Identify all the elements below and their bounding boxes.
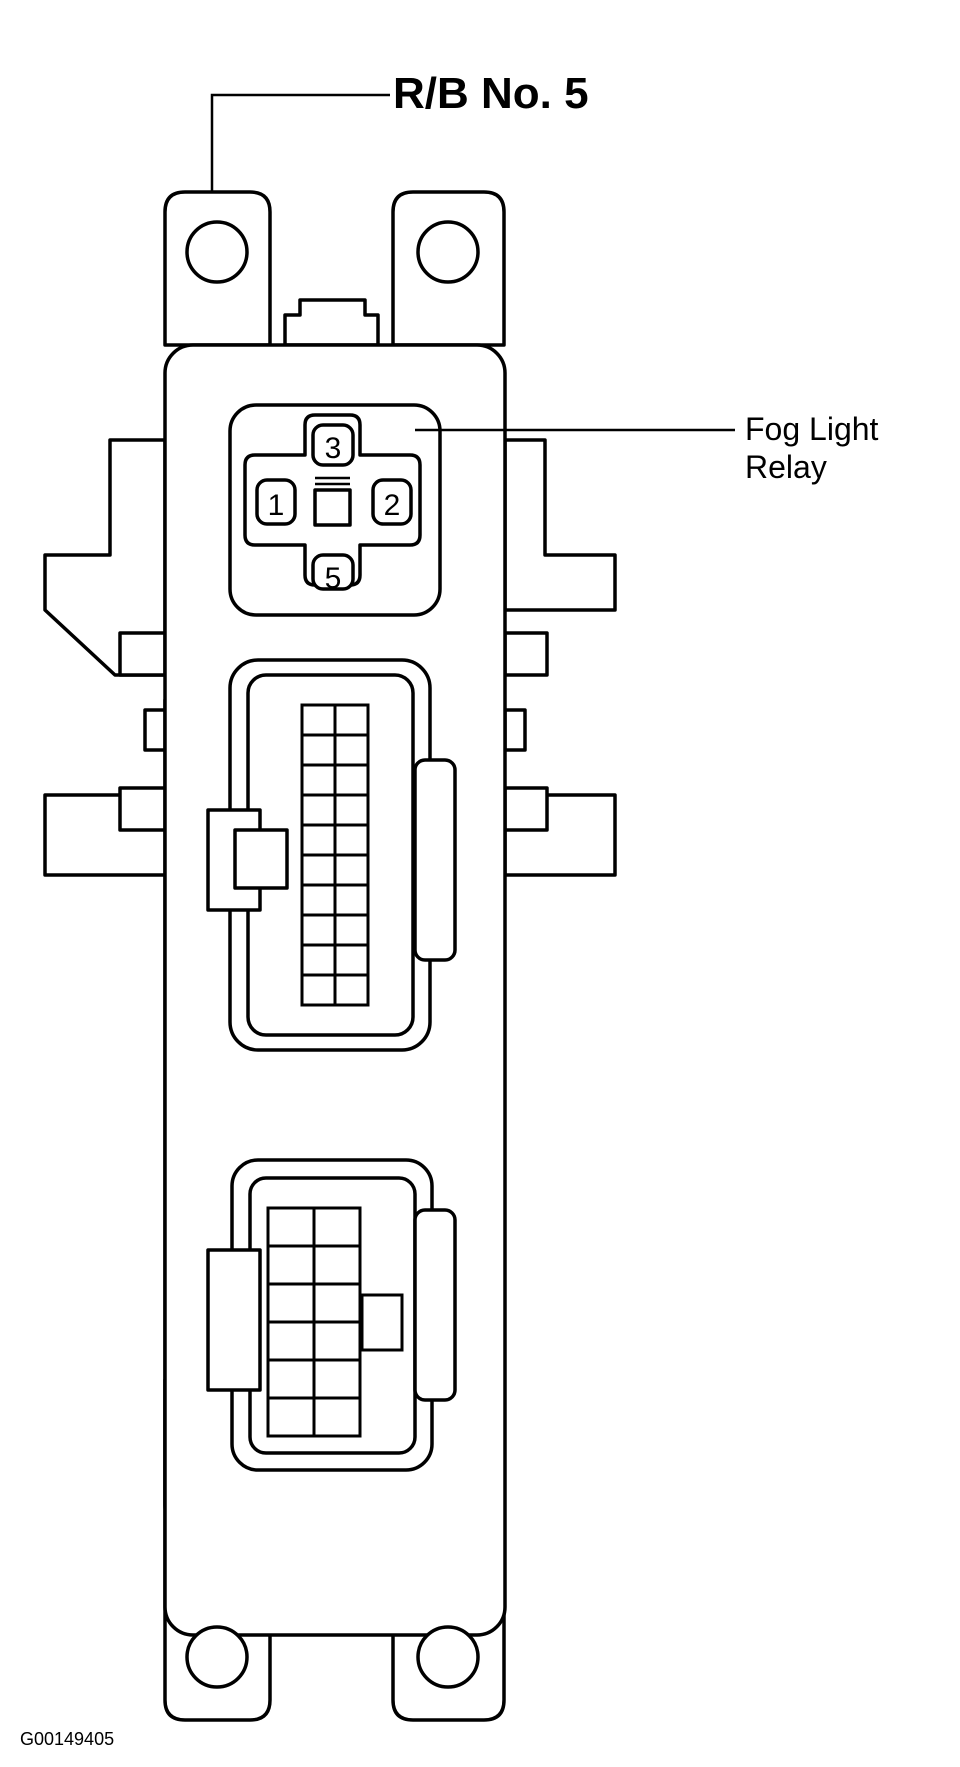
- upper-connector-cavity: [300, 793, 337, 827]
- relay-block-label: R/B No. 5: [393, 69, 589, 118]
- upper-connector-cavity: [300, 883, 337, 917]
- lower-connector-cavity: [312, 1396, 362, 1438]
- fog-light-relay-label-line2: Relay: [745, 449, 827, 485]
- top-right-mounting-ear: [391, 190, 506, 347]
- upper-connector-cavity: [300, 913, 337, 947]
- upper-connector-cavity: [333, 883, 370, 917]
- top-latch: [283, 298, 380, 347]
- upper-connector-cavity: [300, 703, 337, 737]
- lower-connector-cavity: [266, 1206, 316, 1248]
- relay-block-leader-line: [210, 93, 390, 192]
- left-lower-clip: [118, 786, 167, 832]
- upper-connector-cavity: [333, 943, 370, 977]
- upper-connector-cavity: [333, 733, 370, 767]
- upper-connector-cavity: [333, 793, 370, 827]
- left-middle-clip: [143, 708, 167, 752]
- upper-connector-cavity: [300, 853, 337, 887]
- right-lower-clip: [503, 786, 549, 832]
- lower-connector-cavity: [266, 1358, 316, 1400]
- right-upper-side-tab: [503, 438, 617, 612]
- upper-connector-cavity: [300, 943, 337, 977]
- lower-connector-cavity: [266, 1244, 316, 1286]
- bottom-right-mounting-hole: [416, 1625, 480, 1689]
- lower-connector-cavity: [266, 1282, 316, 1324]
- upper-connector-cavity: [300, 733, 337, 767]
- relay-pin-5: 5: [325, 562, 342, 595]
- right-middle-clip: [503, 708, 527, 752]
- lower-connector-cavity: [312, 1358, 362, 1400]
- upper-connector-cavity: [300, 763, 337, 797]
- top-left-mounting-ear: [163, 190, 272, 347]
- figure-id-label: G00149405: [20, 1729, 114, 1749]
- upper-connector-cavity: [333, 823, 370, 857]
- lower-connector-cavity: [266, 1396, 316, 1438]
- relay-pin-1: 1: [268, 489, 285, 522]
- upper-connector-cavity: [333, 763, 370, 797]
- lower-connector: [206, 1158, 457, 1472]
- lower-connector-cavity: [312, 1206, 362, 1248]
- upper-connector-cavity: [333, 913, 370, 947]
- lower-connector-cavity: [312, 1282, 362, 1324]
- bottom-left-mounting-hole: [185, 1625, 249, 1689]
- left-upper-clip: [118, 631, 167, 677]
- upper-connector-cavity: [300, 973, 337, 1007]
- fog-light-relay-socket: 3 1 2 5: [228, 403, 442, 617]
- lower-connector-cavity: [312, 1244, 362, 1286]
- upper-connector: [206, 658, 457, 1052]
- upper-connector-cavity: [333, 703, 370, 737]
- fog-light-relay-label-line1: Fog Light: [745, 411, 879, 447]
- relay-pin-3: 3: [325, 432, 342, 465]
- upper-connector-cavity: [300, 823, 337, 857]
- lower-connector-cavity: [266, 1320, 316, 1362]
- right-upper-clip: [503, 631, 549, 677]
- upper-connector-cavity: [333, 853, 370, 887]
- upper-connector-cavity: [333, 973, 370, 1007]
- relay-pin-2: 2: [384, 489, 401, 522]
- lower-connector-cavity: [312, 1320, 362, 1362]
